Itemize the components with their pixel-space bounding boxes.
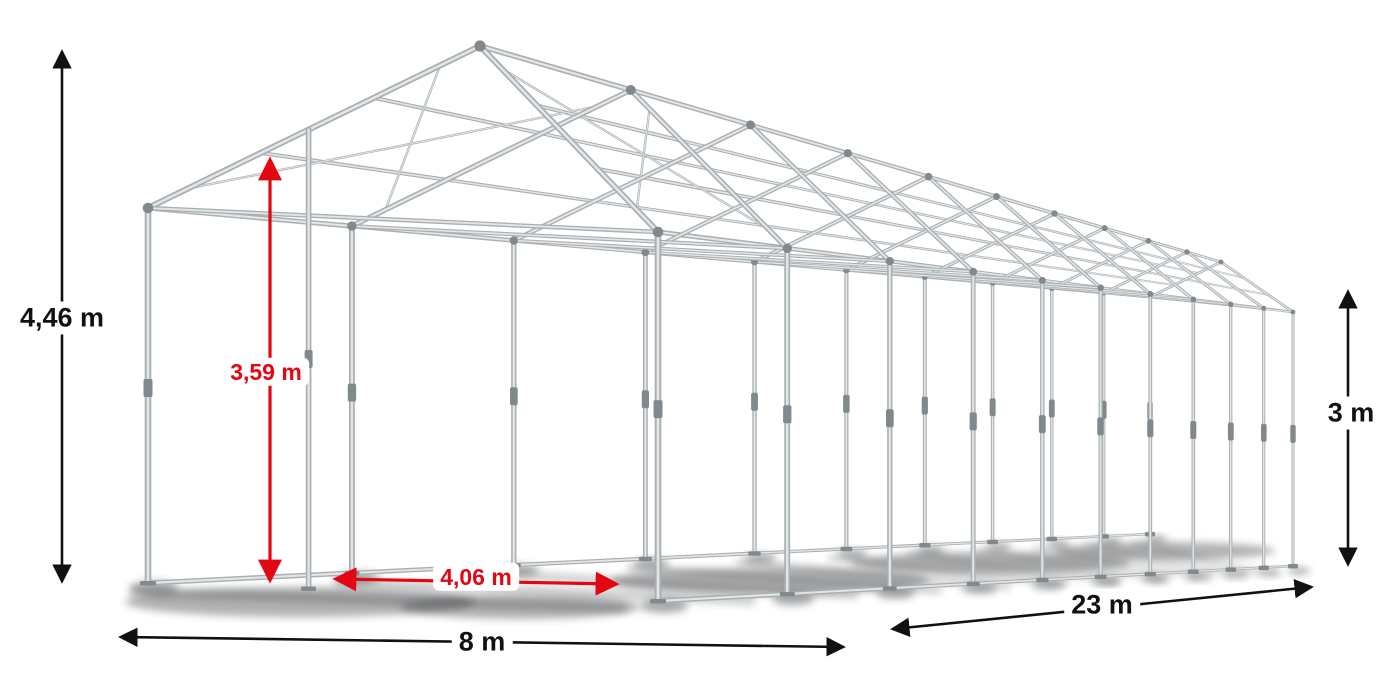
inner-height-label: 3,59 m	[223, 357, 309, 387]
side-height-label: 3 m	[1320, 396, 1382, 430]
door-width-label: 4,06 m	[433, 562, 519, 592]
width-label: 8 m	[451, 625, 513, 659]
tent-frame	[140, 40, 1298, 605]
length-label: 23 m	[1064, 588, 1140, 622]
total-height-label: 4,46 m	[12, 301, 112, 335]
